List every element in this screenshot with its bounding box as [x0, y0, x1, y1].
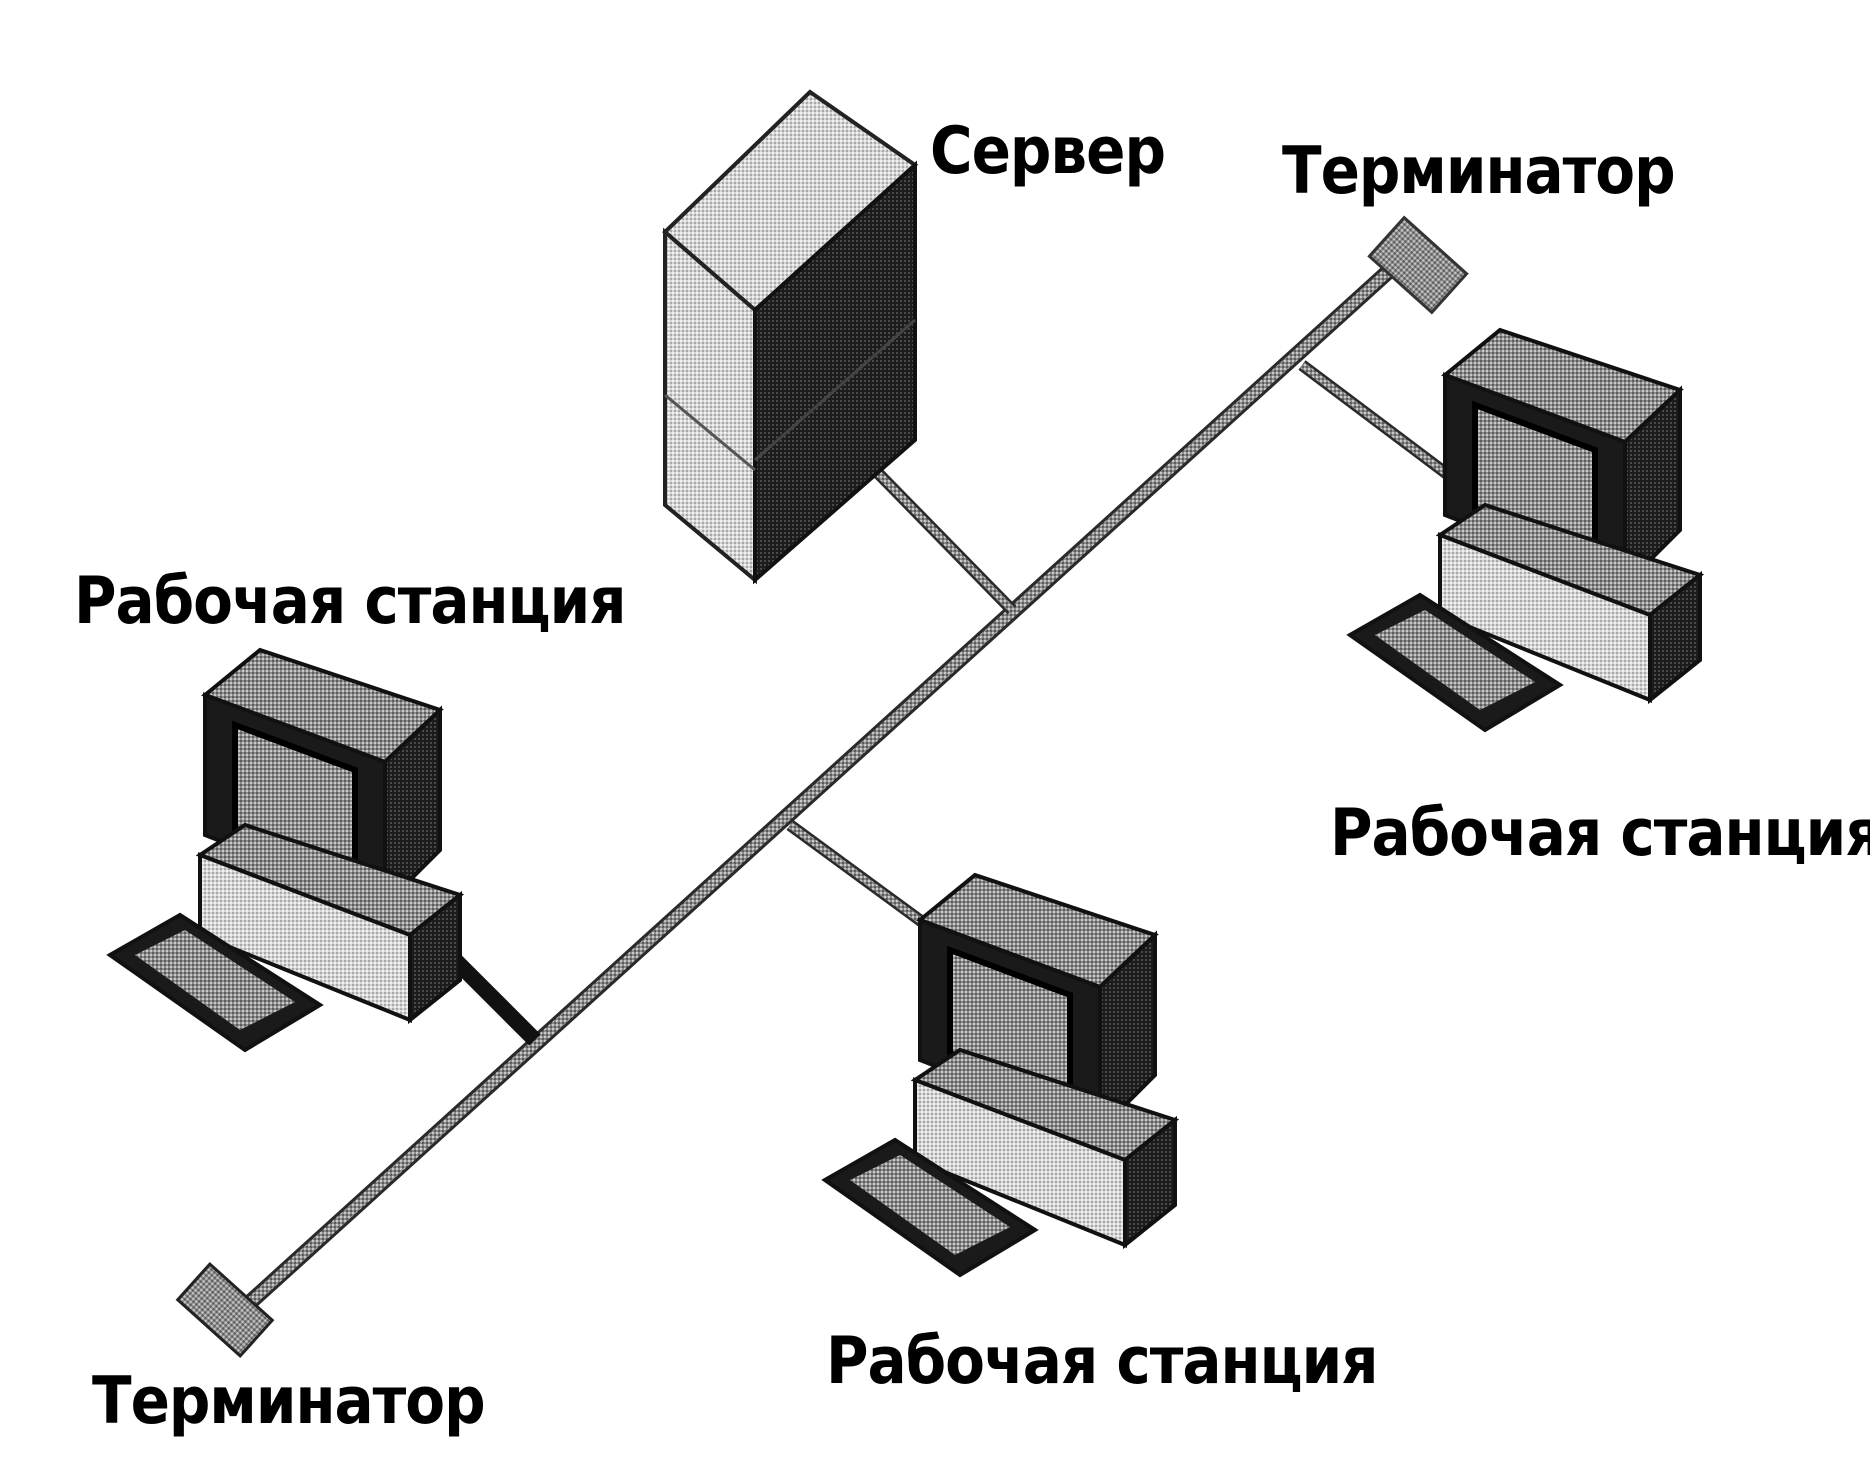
bus-cable	[217, 262, 1398, 1333]
drop-cable-bottom	[786, 820, 944, 940]
drop-cable-server	[870, 465, 1017, 615]
workstation-left-icon	[106, 647, 465, 1053]
workstation-bottom-label: Рабочая станция	[826, 1322, 1378, 1399]
workstation-left-label: Рабочая станция	[74, 562, 626, 639]
workstation-right-label: Рабочая станция	[1330, 794, 1870, 871]
terminator-bottom	[175, 1261, 275, 1359]
workstation-bottom-icon	[821, 872, 1180, 1278]
terminator-top	[1367, 215, 1469, 315]
terminator-top-label: Терминатор	[1282, 132, 1676, 209]
server-icon	[662, 89, 919, 585]
workstation-right-icon	[1346, 327, 1705, 733]
server-label: Сервер	[930, 112, 1166, 189]
drop-cable-right	[1298, 360, 1459, 485]
terminator-bottom-label: Терминатор	[92, 1362, 486, 1439]
